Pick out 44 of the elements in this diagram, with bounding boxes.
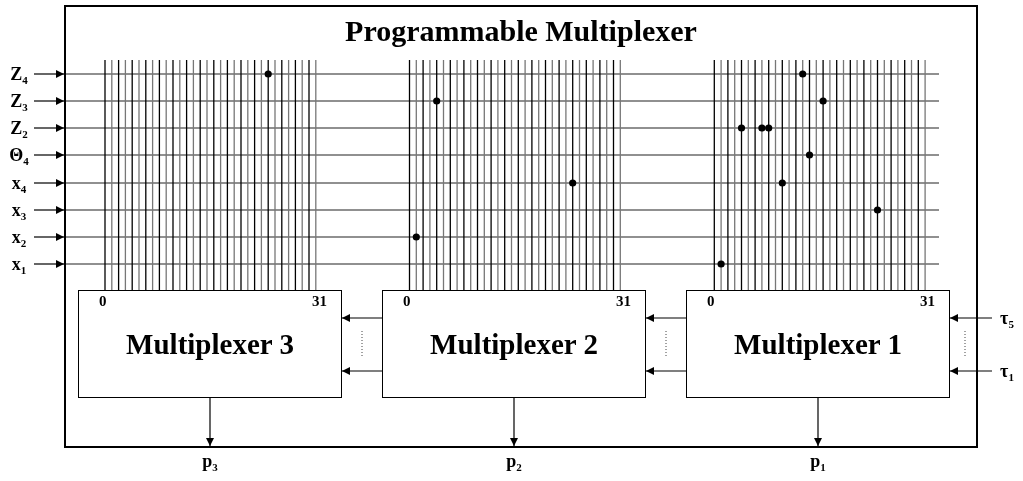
signal-label: Z$_{2}$ — [10, 117, 28, 139]
signal-label: Θ$_{4}$ — [9, 144, 29, 166]
arrow — [814, 397, 822, 447]
signal-label: p$_{3}$ — [202, 450, 218, 472]
arrow — [33, 151, 65, 159]
arrow — [33, 179, 65, 187]
arrow — [645, 367, 687, 375]
arrow — [341, 314, 383, 322]
arrow — [206, 397, 214, 447]
arrow — [33, 124, 65, 132]
signal-label: p$_{1}$ — [810, 450, 826, 472]
signal-label: τ$_{1}$ — [1000, 360, 1014, 382]
multiplexer-frame — [64, 5, 978, 448]
signal-label: x$_{1}$ — [11, 253, 27, 275]
multiplexer-label: Multiplexer 3 — [126, 327, 294, 361]
frame-heading: Programmable Multiplexer — [345, 13, 697, 49]
arrow — [33, 97, 65, 105]
arrow — [33, 70, 65, 78]
bit-index: 31 — [312, 293, 327, 309]
bit-index: 31 — [920, 293, 935, 309]
arrow — [341, 367, 383, 375]
signal-label: τ$_{5}$ — [1000, 307, 1014, 329]
signal-label: x$_{3}$ — [11, 199, 27, 221]
bit-index: 31 — [616, 293, 631, 309]
signal-label: Z$_{4}$ — [10, 63, 28, 85]
bit-index: 0 — [99, 293, 107, 309]
multiplexer-label: Multiplexer 2 — [430, 327, 598, 361]
signal-label: x$_{2}$ — [11, 226, 27, 248]
multiplexer-label: Multiplexer 1 — [734, 327, 902, 361]
bit-index: 0 — [403, 293, 411, 309]
signal-label: p$_{2}$ — [506, 450, 522, 472]
arrow — [949, 367, 993, 375]
signal-label: Z$_{3}$ — [10, 90, 28, 112]
arrow — [645, 314, 687, 322]
multiplexer-box — [382, 290, 646, 398]
multiplexer-box — [686, 290, 950, 398]
bit-index: 0 — [707, 293, 715, 309]
arrow — [949, 314, 993, 322]
arrow — [33, 260, 65, 268]
arrow — [510, 397, 518, 447]
arrow — [33, 233, 65, 241]
arrow — [33, 206, 65, 214]
signal-label: x$_{4}$ — [11, 172, 27, 194]
multiplexer-box — [78, 290, 342, 398]
